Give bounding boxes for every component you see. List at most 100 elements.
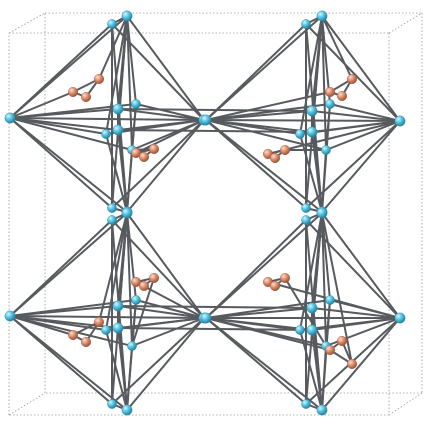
cyan-atom[interactable]: [121, 10, 133, 22]
salmon-atom[interactable]: [80, 337, 91, 348]
atom-layer: [4, 10, 406, 416]
bond: [131, 299, 137, 347]
salmon-atom[interactable]: [325, 345, 336, 356]
bond: [205, 317, 331, 351]
salmon-atom[interactable]: [80, 91, 91, 102]
bond: [111, 317, 205, 405]
bond: [98, 212, 128, 323]
cyan-atom[interactable]: [301, 203, 311, 213]
cyan-atom[interactable]: [101, 129, 111, 139]
bond: [321, 149, 327, 213]
salmon-atom[interactable]: [325, 86, 336, 97]
cyan-atom[interactable]: [325, 295, 335, 305]
salmon-atom[interactable]: [280, 273, 291, 284]
cyan-atom[interactable]: [316, 404, 328, 416]
cyan-atom[interactable]: [112, 322, 124, 334]
bond: [321, 15, 327, 151]
cyan-atom[interactable]: [112, 103, 124, 115]
salmon-atom[interactable]: [67, 86, 78, 97]
cyan-atom[interactable]: [295, 129, 305, 139]
bond: [9, 315, 113, 405]
salmon-atom[interactable]: [347, 73, 358, 84]
cyan-atom[interactable]: [107, 215, 117, 225]
bond: [205, 119, 307, 209]
cyan-atom[interactable]: [321, 145, 331, 155]
cyan-atom[interactable]: [394, 115, 406, 127]
cyan-atom[interactable]: [325, 99, 335, 109]
bond: [9, 91, 74, 119]
bond: [299, 15, 323, 135]
cyan-atom[interactable]: [107, 19, 117, 29]
bond: [117, 129, 313, 133]
cyan-atom[interactable]: [101, 325, 111, 335]
cyan-atom[interactable]: [200, 114, 212, 126]
cyan-atom[interactable]: [394, 312, 406, 324]
bond: [126, 212, 205, 319]
salmon-atom[interactable]: [138, 281, 149, 292]
cyan-atom[interactable]: [121, 404, 133, 416]
bond: [311, 307, 401, 319]
bond: [321, 345, 327, 411]
bond: [98, 15, 128, 80]
salmon-atom[interactable]: [138, 151, 149, 162]
unit-cell-box: [8, 12, 423, 416]
bond: [126, 345, 133, 411]
cyan-atom[interactable]: [306, 302, 318, 314]
cyan-atom[interactable]: [107, 203, 117, 213]
cyan-atom[interactable]: [4, 310, 16, 322]
salmon-atom[interactable]: [270, 281, 281, 292]
salmon-atom[interactable]: [93, 317, 104, 328]
bond: [321, 317, 401, 411]
bond-network: [9, 15, 401, 411]
cyan-atom[interactable]: [131, 295, 141, 305]
cyan-atom[interactable]: [4, 112, 16, 124]
bond: [9, 117, 107, 135]
bond: [267, 120, 401, 155]
cyan-atom[interactable]: [112, 124, 124, 136]
bond: [329, 103, 401, 122]
bond: [9, 315, 74, 336]
cyan-atom[interactable]: [316, 10, 328, 22]
salmon-atom[interactable]: [148, 273, 159, 284]
bond: [205, 317, 307, 405]
cyan-atom[interactable]: [316, 207, 328, 219]
salmon-atom[interactable]: [67, 330, 78, 341]
bond: [135, 299, 205, 319]
salmon-atom[interactable]: [270, 152, 281, 163]
salmon-atom[interactable]: [93, 73, 104, 84]
cyan-atom[interactable]: [301, 399, 311, 409]
salmon-atom[interactable]: [130, 277, 141, 288]
salmon-atom[interactable]: [280, 144, 291, 155]
bond: [105, 133, 128, 213]
cyan-atom[interactable]: [306, 126, 318, 138]
bond: [9, 315, 205, 319]
cyan-atom[interactable]: [306, 324, 318, 336]
bond: [325, 120, 401, 151]
salmon-atom[interactable]: [148, 143, 159, 154]
salmon-atom[interactable]: [337, 336, 348, 347]
bond: [305, 219, 401, 319]
cyan-atom[interactable]: [306, 105, 318, 117]
salmon-atom[interactable]: [130, 147, 141, 158]
cyan-atom[interactable]: [131, 99, 141, 109]
bond: [9, 219, 113, 317]
salmon-atom[interactable]: [337, 90, 348, 101]
cyan-atom[interactable]: [200, 312, 212, 324]
bond: [321, 212, 353, 365]
bond: [131, 277, 155, 347]
cyan-atom[interactable]: [121, 207, 133, 219]
cyan-atom[interactable]: [301, 215, 311, 225]
salmon-atom[interactable]: [347, 359, 358, 370]
bond: [205, 119, 323, 213]
unit-cell-edge: [388, 392, 423, 416]
bond: [284, 277, 327, 347]
cyan-atom[interactable]: [112, 300, 124, 312]
bond: [321, 212, 327, 347]
cyan-atom[interactable]: [301, 19, 311, 29]
cyan-atom[interactable]: [107, 399, 117, 409]
cyan-atom[interactable]: [127, 341, 137, 351]
cyan-atom[interactable]: [295, 325, 305, 335]
unit-cell-edge: [388, 12, 423, 34]
